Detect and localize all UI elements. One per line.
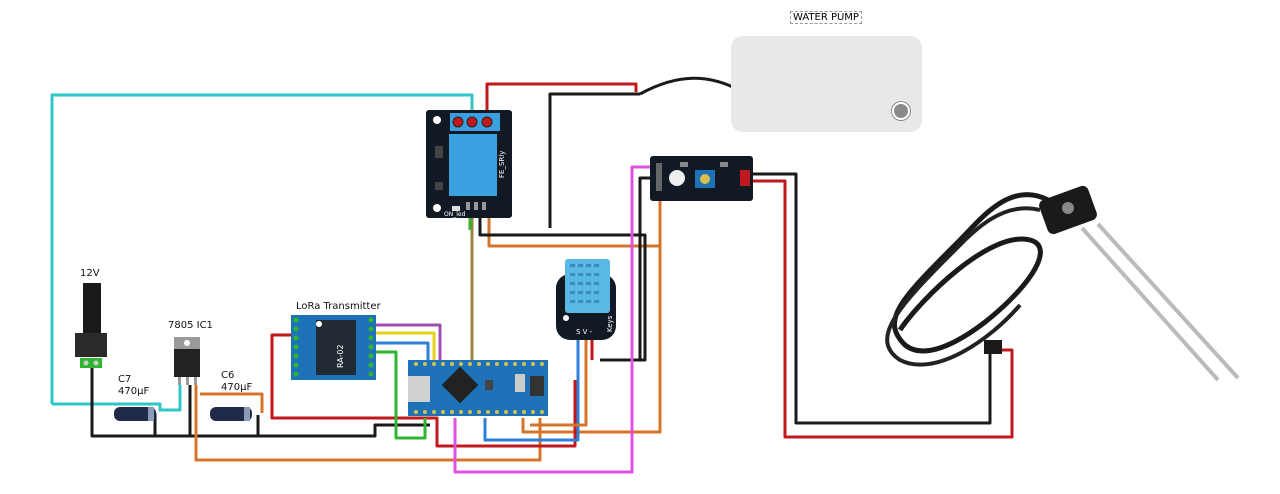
lora-module-icon — [291, 315, 376, 380]
wire-black-relay — [478, 208, 647, 362]
wire-black-probe — [752, 172, 992, 425]
power-jack-label: 12V — [80, 268, 100, 279]
wire-magenta-moisture — [453, 165, 656, 474]
lora-chip-label: RA-02 — [336, 344, 345, 368]
dht-sensor-icon — [556, 259, 616, 340]
cap-c7-value: 470µF — [118, 386, 150, 397]
wire-green-lora — [376, 350, 427, 440]
wire-red-lora — [270, 333, 577, 448]
soil-probe-icon — [885, 185, 1240, 382]
moisture-module-icon — [650, 156, 753, 201]
wire-cyan-cap — [52, 385, 182, 412]
wire-black-moisture-gnd — [638, 176, 656, 360]
dht-brand-label: Keys — [606, 315, 614, 332]
cap-c7-label: C7 — [118, 374, 132, 385]
cap-c6-label: C6 — [221, 370, 235, 381]
arduino-nano-icon — [408, 360, 548, 416]
dht-pin-label: S V - — [576, 328, 593, 336]
dc-jack-icon — [75, 283, 107, 368]
cap-c6-value: 470µF — [221, 382, 253, 393]
capacitor-c7-icon — [114, 407, 156, 421]
relay-module-icon — [426, 110, 512, 218]
wire-orange-c6 — [200, 392, 264, 413]
voltage-regulator-icon — [174, 337, 200, 385]
regulator-label: 7805 IC1 — [168, 320, 213, 331]
lora-label: LoRa Transmitter — [296, 301, 381, 312]
water-pump-label: WATER PUMP — [790, 11, 862, 24]
wire-cyan-12v — [50, 93, 474, 404]
capacitor-c6-icon — [210, 407, 252, 421]
wire-blue-lora — [376, 341, 430, 362]
wire-dht-vcc — [530, 340, 588, 427]
wire-pump-cable — [639, 76, 736, 96]
wire-yellow-lora — [376, 331, 436, 362]
wire-black-pump — [548, 92, 640, 228]
wire-dht-signal — [483, 340, 580, 442]
wire-ground-bus — [90, 368, 430, 438]
wire-orange-relay — [487, 188, 662, 248]
wire-red-probe — [752, 179, 1014, 439]
wire-orange-vcc — [521, 246, 662, 434]
wire-purple-lora — [376, 323, 442, 362]
wire-red-pump — [485, 82, 638, 118]
relay-label: FE_SRly — [498, 151, 506, 178]
water-pump-icon — [731, 36, 922, 132]
relay-led-label: ON_led — [444, 211, 466, 218]
